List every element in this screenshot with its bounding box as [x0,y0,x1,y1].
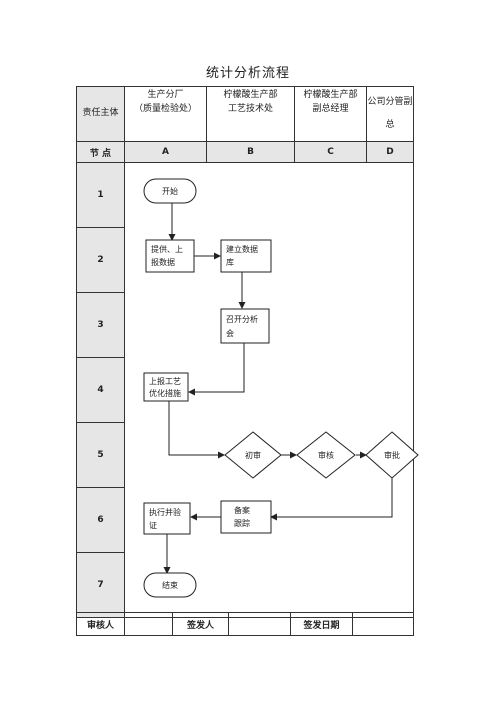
step-number: 6 [76,487,125,553]
node-b: B [206,141,295,163]
step-number: 3 [76,292,125,358]
flow-area [124,162,414,618]
header-col-d: 公司分管副总 [366,86,414,142]
header-col-a: 生产分厂（质量检验处） [124,86,207,142]
step-number: 1 [76,162,125,228]
header-col-b: 柠檬酸生产部工艺技术处 [206,86,295,142]
node-c: C [294,141,367,163]
step-number: 5 [76,422,125,488]
issuer-value[interactable] [228,612,291,636]
signoff-table: 审核人 签发人 签发日期 [76,612,414,636]
issuer-label: 签发人 [172,612,229,636]
nodes-label: 节 点 [76,141,125,163]
step-number: 7 [76,552,125,618]
step-number: 4 [76,357,125,423]
date-value[interactable] [352,612,414,636]
reviewer-value[interactable] [124,612,173,636]
date-label: 签发日期 [290,612,353,636]
responsible-label: 责任主体 [76,86,125,142]
step-number: 2 [76,227,125,293]
node-a: A [124,141,207,163]
flow-table: 责任主体 生产分厂（质量检验处） 柠檬酸生产部工艺技术处 柠檬酸生产部副总经理 … [76,86,414,618]
node-d: D [366,141,414,163]
reviewer-label: 审核人 [76,612,125,636]
page-title: 统计分析流程 [205,66,290,81]
header-col-c: 柠檬酸生产部副总经理 [294,86,367,142]
